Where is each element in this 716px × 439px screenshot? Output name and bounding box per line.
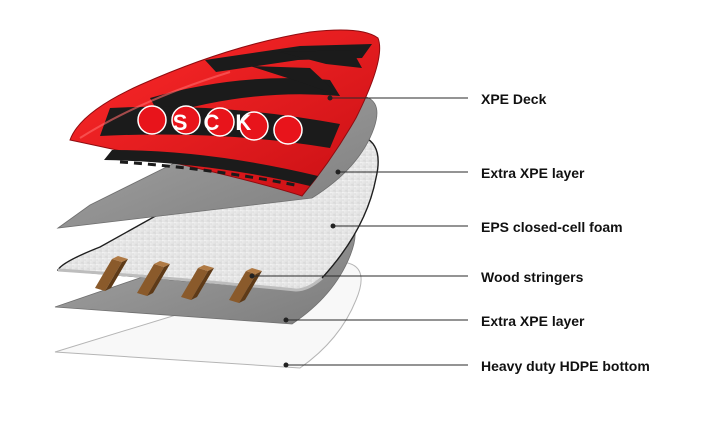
leader-lines bbox=[249, 95, 468, 368]
leader-dot-hdpe-bottom bbox=[283, 362, 289, 368]
wood-stringer bbox=[229, 268, 262, 303]
deck-brand-text: SCK bbox=[173, 110, 267, 135]
deck-logo-disc bbox=[137, 105, 167, 135]
wood-stringer bbox=[95, 256, 128, 291]
leader-dot-eps-foam bbox=[330, 223, 336, 229]
xpe-deck-layer: SCK bbox=[69, 29, 381, 197]
label-xpe-deck: XPE Deck bbox=[481, 91, 547, 107]
leader-dot-extra-xpe-top bbox=[335, 169, 341, 175]
deck-logo-disc bbox=[273, 115, 303, 145]
leader-dot-extra-xpe-bottom bbox=[283, 317, 289, 323]
label-eps-foam: EPS closed-cell foam bbox=[481, 219, 623, 235]
deck-pattern-chevron bbox=[280, 50, 362, 68]
wood-stringer bbox=[181, 265, 214, 300]
layer-labels: XPE Deck Extra XPE layer EPS closed-cell… bbox=[481, 91, 650, 374]
label-extra-xpe-top: Extra XPE layer bbox=[481, 165, 585, 181]
deck-dashed-stripe bbox=[119, 160, 301, 188]
label-extra-xpe-bottom: Extra XPE layer bbox=[481, 313, 585, 329]
wood-stringers-group bbox=[95, 256, 262, 303]
label-hdpe-bottom: Heavy duty HDPE bottom bbox=[481, 358, 650, 374]
deck-logo-disc bbox=[171, 105, 201, 135]
deck-logo-disc bbox=[205, 107, 235, 137]
wood-stringer bbox=[137, 261, 170, 296]
deck-logo-disc bbox=[239, 111, 269, 141]
deck-pattern-band bbox=[104, 150, 318, 186]
deck-pattern-band bbox=[150, 78, 340, 116]
label-wood-stringers: Wood stringers bbox=[481, 269, 584, 285]
deck-pattern-chevron bbox=[250, 66, 340, 96]
leader-dot-wood-stringers bbox=[249, 273, 255, 279]
deck-highlight bbox=[79, 71, 231, 139]
leader-dot-xpe-deck bbox=[327, 95, 333, 101]
